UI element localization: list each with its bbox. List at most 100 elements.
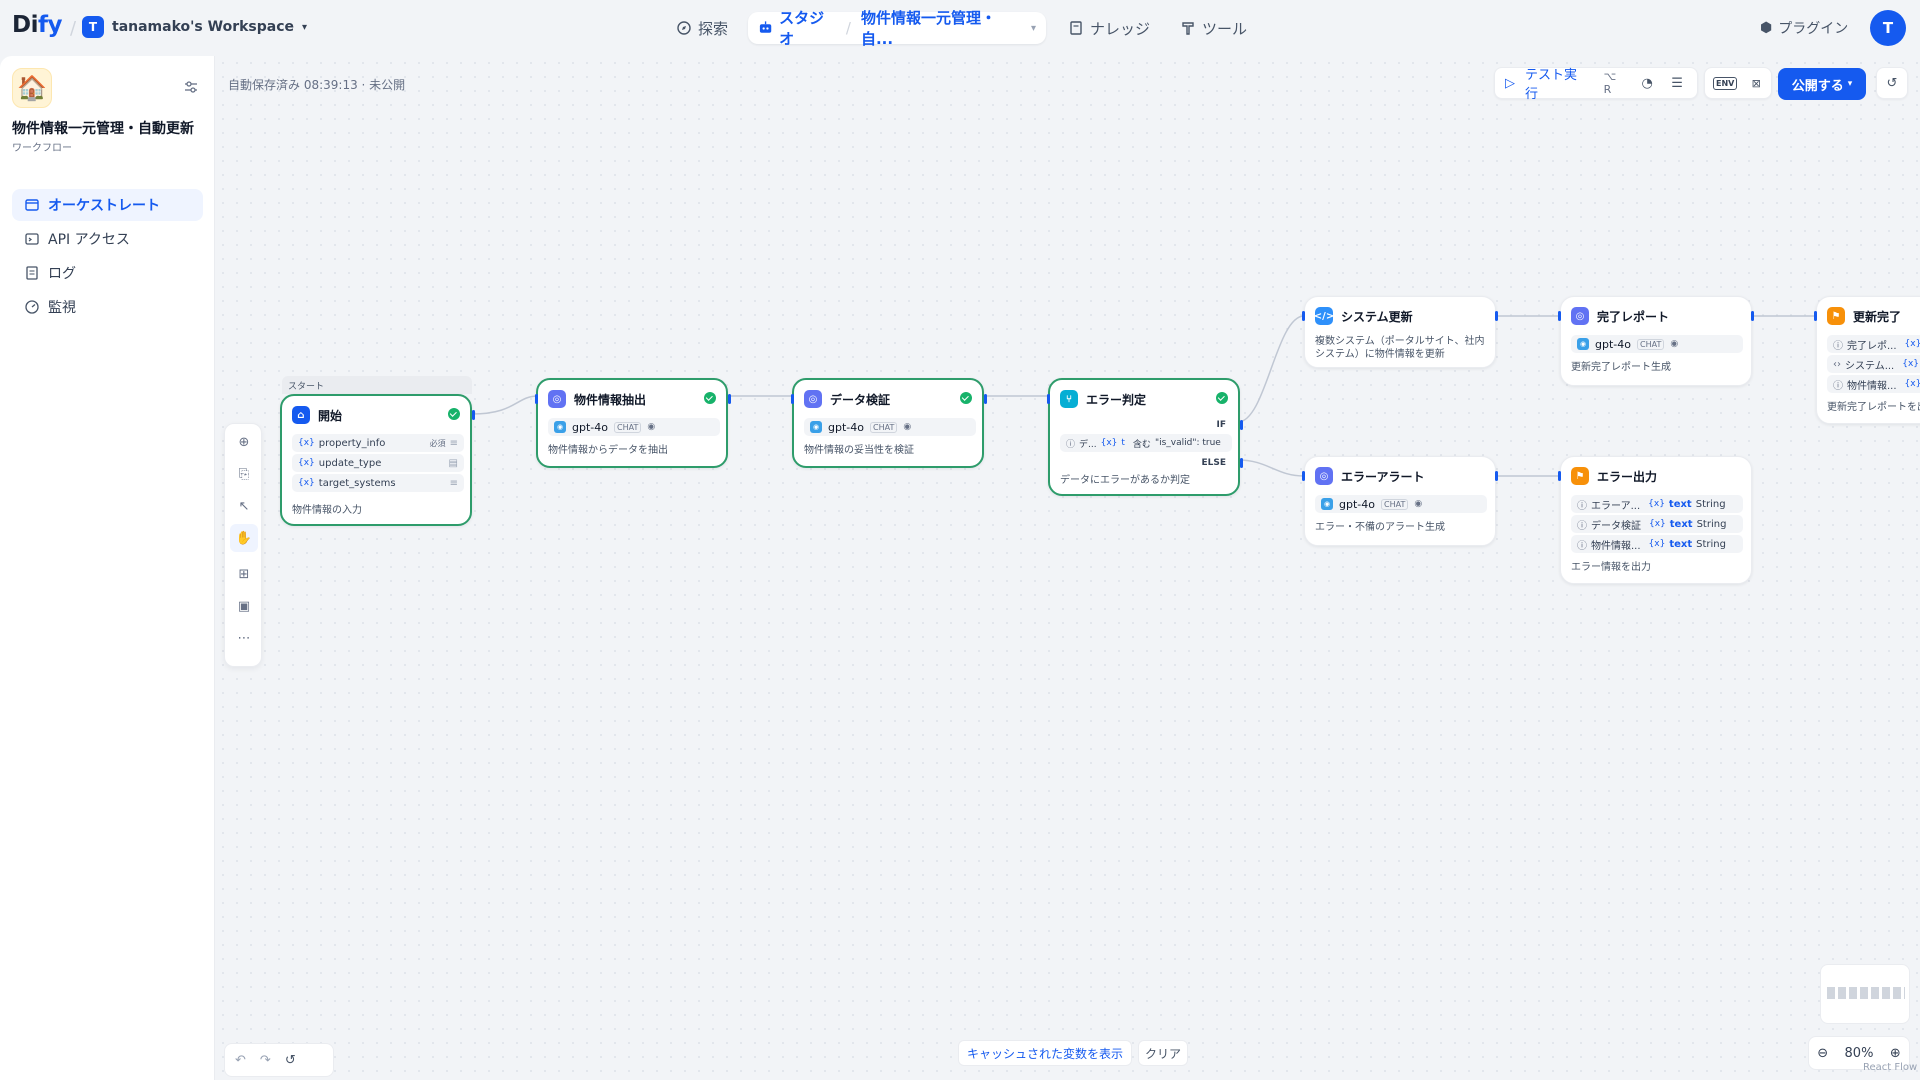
env-button[interactable]: ENV bbox=[1713, 76, 1738, 90]
version-history-button[interactable]: ↺ bbox=[1876, 67, 1908, 99]
organize-icon[interactable]: ⊞ bbox=[238, 566, 250, 582]
output-handle[interactable] bbox=[1751, 311, 1754, 321]
publish-button[interactable]: 公開する ▾ bbox=[1778, 68, 1866, 100]
success-check-icon bbox=[448, 408, 460, 420]
output-handle[interactable] bbox=[1495, 311, 1498, 321]
checklist-icon[interactable]: ☰ bbox=[1671, 75, 1683, 91]
settings-sliders-icon[interactable] bbox=[182, 78, 200, 96]
book-icon bbox=[1070, 21, 1082, 35]
llm-icon: ◎ bbox=[1315, 467, 1333, 485]
gauge-icon bbox=[25, 300, 39, 314]
more-icon[interactable]: ⋯ bbox=[237, 630, 251, 646]
minimap[interactable] bbox=[1820, 964, 1910, 1024]
show-cached-vars-button[interactable]: キャッシュされた変数を表示 bbox=[958, 1040, 1133, 1066]
pointer-icon[interactable]: ↖ bbox=[238, 498, 250, 514]
input-handle[interactable] bbox=[1814, 311, 1817, 321]
current-app-name[interactable]: 物件情報一元管理・自... bbox=[860, 9, 996, 48]
workspace-switcher[interactable]: T tanamako's Workspace ▾ bbox=[82, 16, 307, 38]
zoom-out-icon[interactable]: ⊖ bbox=[1817, 1045, 1829, 1061]
chevron-down-icon: ▾ bbox=[1847, 79, 1853, 89]
openai-icon: ◉ bbox=[1577, 338, 1589, 350]
edge-judge-system bbox=[1237, 315, 1305, 423]
clear-button[interactable]: クリア bbox=[1138, 1040, 1189, 1066]
canvas-toolbar: ⊕ ⎘ ↖ ✋ ⊞ ▣ ⋯ bbox=[224, 423, 262, 667]
workspace-name: tanamako's Workspace bbox=[112, 19, 295, 35]
zoom-controls: ⊖ 80% ⊕ bbox=[1808, 1036, 1910, 1070]
end-icon: ⚑ bbox=[1571, 467, 1589, 485]
nav-tools[interactable]: ツール bbox=[1170, 12, 1257, 44]
sidebar-item-logs[interactable]: ログ bbox=[12, 257, 203, 289]
input-handle[interactable] bbox=[535, 394, 538, 404]
orchestrate-icon bbox=[25, 199, 39, 211]
start-var-row: {x}update_type▤ bbox=[292, 454, 464, 472]
end-icon: ⚑ bbox=[1827, 307, 1845, 325]
history-icon[interactable]: ↺ bbox=[284, 1052, 296, 1068]
input-handle[interactable] bbox=[1302, 471, 1305, 481]
export-image-icon[interactable]: ▣ bbox=[237, 598, 251, 614]
history-run-icon[interactable]: ◔ bbox=[1641, 75, 1653, 91]
cube-icon: ⬢ bbox=[1760, 20, 1773, 36]
test-run-group: ▷ テスト実行 ⌥ R ◔ ☰ bbox=[1494, 67, 1698, 102]
edge-judge-alert bbox=[1237, 459, 1305, 477]
redo-icon[interactable]: ↷ bbox=[259, 1052, 271, 1068]
zoom-level[interactable]: 80% bbox=[1844, 1045, 1874, 1061]
app-type: ワークフロー bbox=[12, 143, 72, 154]
sidebar-item-monitoring[interactable]: 監視 bbox=[12, 291, 203, 323]
sidebar-item-api[interactable]: API アクセス bbox=[12, 223, 203, 255]
variable-icon[interactable]: ⊠ bbox=[1751, 76, 1761, 90]
play-icon: ▷ bbox=[1505, 75, 1515, 91]
test-run-button[interactable]: テスト実行 bbox=[1525, 68, 1578, 102]
workflow-canvas[interactable]: 自動保存済み 08:39:13 · 未公開 ▷ テスト実行 ⌥ R ◔ ☰ EN… bbox=[216, 56, 1920, 1080]
nav-explore[interactable]: 探索 bbox=[666, 12, 738, 44]
else-handle[interactable] bbox=[1240, 458, 1243, 468]
output-handle[interactable] bbox=[1495, 471, 1498, 481]
output-handle[interactable] bbox=[472, 410, 475, 420]
user-avatar[interactable]: T bbox=[1870, 10, 1906, 46]
chevron-down-icon: ▾ bbox=[302, 21, 308, 33]
autosave-status: 自動保存済み 08:39:13 · 未公開 bbox=[228, 78, 406, 92]
input-handle[interactable] bbox=[1047, 394, 1050, 404]
dify-logo[interactable]: Dify bbox=[12, 12, 62, 38]
undo-redo-bar: ↶ ↷ ↺ bbox=[224, 1043, 334, 1077]
hand-icon[interactable]: ✋ bbox=[230, 524, 258, 552]
success-check-icon bbox=[960, 392, 972, 404]
if-handle[interactable] bbox=[1240, 420, 1243, 430]
plugin-button[interactable]: ⬢ プラグイン bbox=[1760, 20, 1849, 37]
node-system-update[interactable]: </>システム更新 複数システム（ポータルサイト、社内システム）に物件情報を更新 bbox=[1302, 296, 1498, 368]
input-handle[interactable] bbox=[1302, 311, 1305, 321]
robot-icon bbox=[759, 21, 772, 33]
app-title: 物件情報一元管理・自動更新 bbox=[12, 121, 194, 137]
compass-icon bbox=[677, 21, 691, 35]
home-icon: ⌂ bbox=[292, 406, 310, 424]
output-handle[interactable] bbox=[728, 394, 731, 404]
edge-start-extract bbox=[471, 395, 539, 415]
output-handle[interactable] bbox=[984, 394, 987, 404]
input-handle[interactable] bbox=[791, 394, 794, 404]
add-note-icon[interactable]: ⎘ bbox=[238, 466, 250, 482]
add-node-icon[interactable]: ⊕ bbox=[238, 434, 250, 450]
app-icon[interactable]: 🏠 bbox=[12, 68, 52, 108]
sidebar-item-orchestrate[interactable]: オーケストレート bbox=[12, 189, 203, 221]
zoom-in-icon[interactable]: ⊕ bbox=[1889, 1045, 1901, 1061]
undo-icon[interactable]: ↶ bbox=[235, 1052, 246, 1068]
nav-studio[interactable]: スタジオ / 物件情報一元管理・自... ▾ bbox=[748, 9, 1046, 48]
shortcut-hint: ⌥ R bbox=[1603, 70, 1617, 96]
input-handle[interactable] bbox=[1558, 311, 1561, 321]
edges bbox=[471, 315, 1814, 477]
nav-knowledge[interactable]: ナレッジ bbox=[1058, 12, 1160, 44]
input-handle[interactable] bbox=[1558, 471, 1561, 481]
